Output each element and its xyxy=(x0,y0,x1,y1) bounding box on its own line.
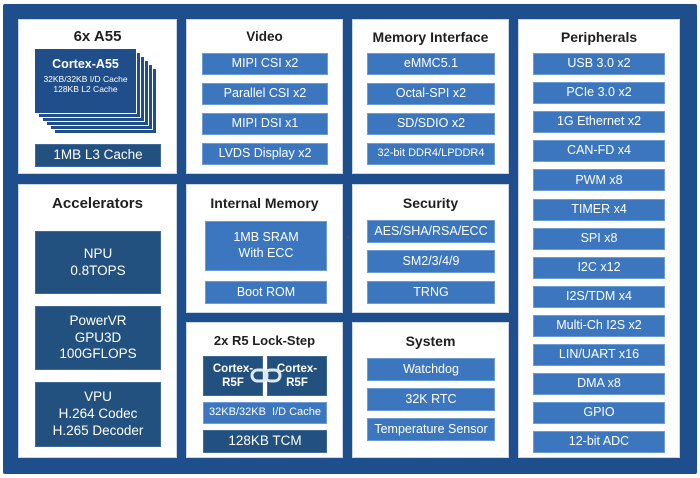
peripheral-item-timer: TIMER x4 xyxy=(533,198,665,221)
peripheral-item-usb: USB 3.0 x2 xyxy=(533,53,665,75)
memory-interface-panel: Memory Interface eMMC5.1 Octal-SPI x2 SD… xyxy=(352,19,509,174)
system-item-rtc: 32K RTC xyxy=(367,388,495,411)
npu-block: NPU 0.8TOPS xyxy=(35,231,161,294)
system-panel: System Watchdog 32K RTC Temperature Sens… xyxy=(352,322,509,458)
peripheral-item-spi: SPI x8 xyxy=(533,227,665,250)
mem-item-emmc: eMMC5.1 xyxy=(367,53,495,75)
cortex-a55-title: Cortex-A55 xyxy=(52,57,119,71)
mem-item-ddr4: 32-bit DDR4/LPDDR4 xyxy=(367,143,495,165)
security-item-trng: TRNG xyxy=(367,281,495,304)
a55-cluster-title: 6x A55 xyxy=(73,28,122,45)
video-item-parallel-csi: Parallel CSI x2 xyxy=(202,83,328,105)
peripheral-item-can-fd: CAN-FD x4 xyxy=(533,140,665,163)
video-item-mipi-csi: MIPI CSI x2 xyxy=(202,53,328,75)
cortex-a55-l2-cache: 128KB L2 Cache xyxy=(53,84,118,95)
l3-cache-block: 1MB L3 Cache xyxy=(35,144,161,167)
video-title: Video xyxy=(246,29,283,44)
r5-lockstep-title: 2x R5 Lock-Step xyxy=(213,333,316,348)
peripheral-item-gpio: GPIO xyxy=(533,402,665,425)
r5-tcm-block: 128KB TCM xyxy=(203,430,327,453)
gpu-block: PowerVR GPU3D 100GFLOPS xyxy=(35,306,161,370)
peripheral-item-pcie: PCIe 3.0 x2 xyxy=(533,82,665,105)
video-panel: Video MIPI CSI x2 Parallel CSI x2 MIPI D… xyxy=(186,19,343,174)
cortex-a55-core: Cortex-A55 32KB/32KB I/D Cache 128KB L2 … xyxy=(34,48,137,114)
security-item-crypto: AES/SHA/RSA/ECC xyxy=(367,220,495,243)
vpu-block: VPU H.264 Codec H.265 Decoder xyxy=(35,382,161,447)
peripheral-item-adc: 12-bit ADC xyxy=(533,431,665,454)
peripherals-panel: Peripherals USB 3.0 x2 PCIe 3.0 x2 1G Ethe… xyxy=(518,19,680,458)
peripheral-item-pwm: PWM x8 xyxy=(533,169,665,192)
r5-lockstep-panel: 2x R5 Lock-Step Cortex- R5F Cortex- R5F … xyxy=(186,322,343,458)
accelerators-panel: Accelerators NPU 0.8TOPS PowerVR GPU3D 1… xyxy=(18,184,177,458)
system-title: System xyxy=(405,333,456,349)
internal-memory-panel: Internal Memory 1MB SRAM With ECC Boot R… xyxy=(186,184,343,313)
security-panel: Security AES/SHA/RSA/ECC SM2/3/4/9 TRNG xyxy=(352,184,509,313)
stray-dot xyxy=(347,236,349,238)
lockstep-link-icon xyxy=(250,368,282,383)
peripheral-item-i2c: I2C x12 xyxy=(533,256,665,279)
video-item-lvds-display: LVDS Display x2 xyxy=(202,143,328,165)
r5-core-right: Cortex- R5F xyxy=(267,356,327,396)
peripheral-item-dma: DMA x8 xyxy=(533,373,665,396)
peripheral-item-i2s-tdm: I2S/TDM x4 xyxy=(533,285,665,308)
accelerators-title: Accelerators xyxy=(52,195,143,212)
a55-cluster-panel: 6x A55 Cortex-A55 32KB/32KB I/D Cache 12… xyxy=(18,19,177,174)
memory-interface-title: Memory Interface xyxy=(372,29,489,45)
peripherals-title: Peripherals xyxy=(560,29,638,45)
cortex-a55-l1-cache: 32KB/32KB I/D Cache xyxy=(43,74,128,84)
peripheral-item-lin-uart: LIN/UART x16 xyxy=(533,344,665,366)
peripheral-item-multi-ch-i2s: Multi-Ch I2S x2 xyxy=(533,314,665,337)
security-item-sm: SM2/3/4/9 xyxy=(367,250,495,273)
system-item-watchdog: Watchdog xyxy=(367,358,495,381)
system-item-temp-sensor: Temperature Sensor xyxy=(367,418,495,441)
sram-block: 1MB SRAM With ECC xyxy=(205,221,327,271)
video-item-mipi-dsi: MIPI DSI x1 xyxy=(202,113,328,135)
mem-item-sd-sdio: SD/SDIO x2 xyxy=(367,113,495,135)
mem-item-octal-spi: Octal-SPI x2 xyxy=(367,83,495,105)
boot-rom-block: Boot ROM xyxy=(205,281,327,304)
peripheral-item-ethernet: 1G Ethernet x2 xyxy=(533,111,665,134)
security-title: Security xyxy=(402,195,459,211)
r5-cache-block: 32KB/32KB I/D Cache xyxy=(203,402,327,424)
internal-memory-title: Internal Memory xyxy=(210,195,319,211)
